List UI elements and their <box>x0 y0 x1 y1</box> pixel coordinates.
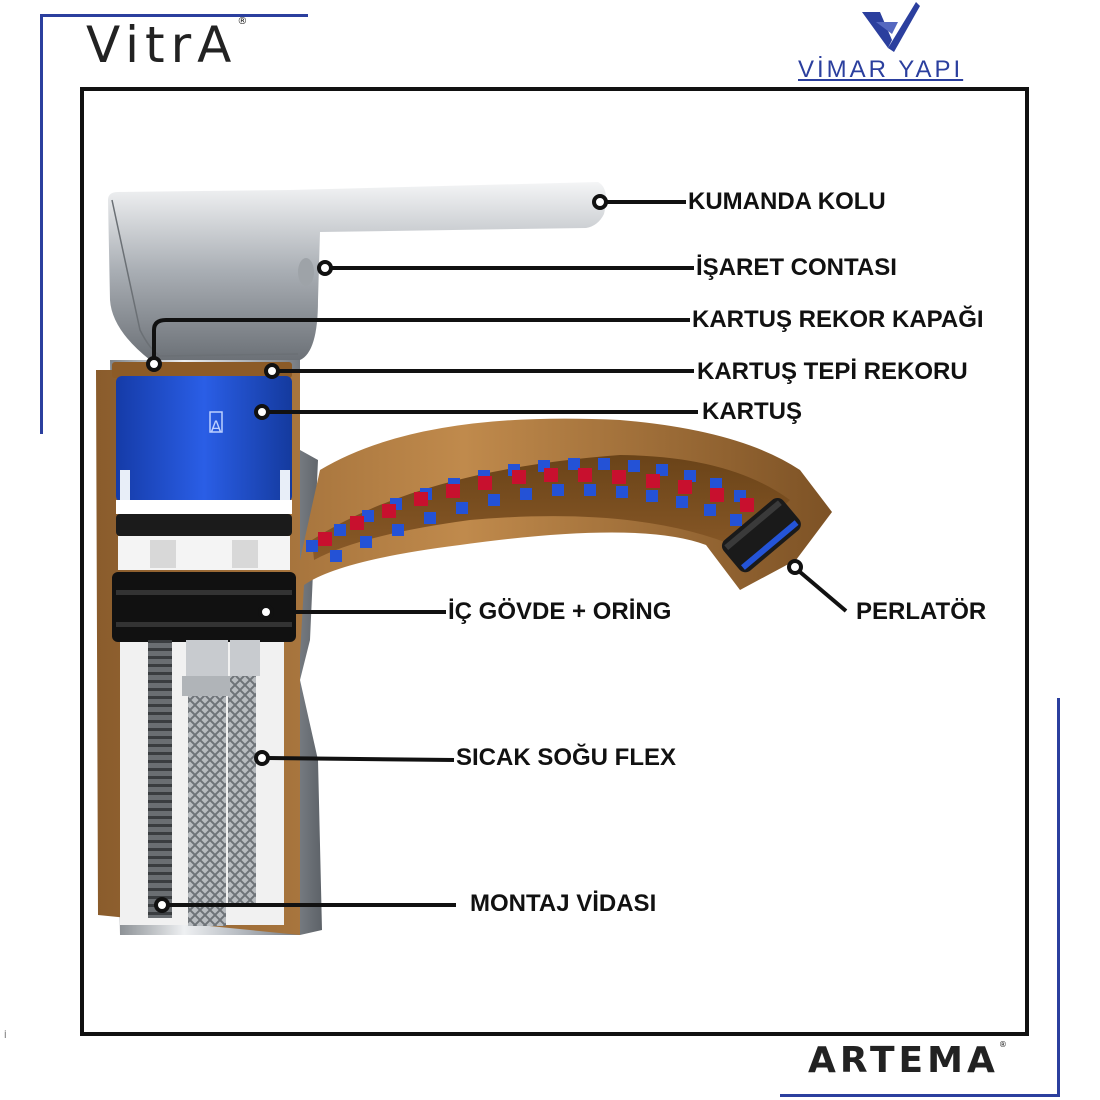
artema-logo-text: ARTEMA <box>808 1040 999 1081</box>
label-kartus-tepi-rekoru: KARTUŞ TEPİ REKORU <box>697 358 968 385</box>
label-kumanda-kolu: KUMANDA KOLU <box>688 188 886 215</box>
diagram-frame <box>80 87 1029 1036</box>
callout-dots <box>146 194 803 913</box>
vitra-logo-text: VitrA <box>86 16 238 74</box>
label-isaret-contasi: İŞARET CONTASI <box>696 254 897 281</box>
label-montaj-vidasi: MONTAJ VİDASI <box>470 890 657 917</box>
corner-line-bottom-right-h <box>780 1094 1060 1097</box>
label-kartus: KARTUŞ <box>702 398 802 425</box>
label-sicak-soguk-flex: SICAK SOĞU FLEX <box>456 744 677 771</box>
corner-mark: İ <box>4 1030 7 1040</box>
svg-text:A: A <box>211 417 222 436</box>
corner-line-top-left-v <box>40 14 43 434</box>
vitra-logo: VitrA® <box>86 16 247 74</box>
label-ic-govde-oring: İÇ GÖVDE + ORİNG <box>448 598 672 625</box>
artema-logo: ARTEMA® <box>808 1040 1007 1081</box>
callout-lines <box>152 200 848 907</box>
label-perlator: PERLATÖR <box>856 598 987 625</box>
corner-line-top-left-h <box>40 14 308 17</box>
vitra-registered-mark: ® <box>237 16 248 27</box>
corner-line-bottom-right-v <box>1057 698 1060 1097</box>
vimar-logo-text: VİMAR YAPI <box>798 56 964 83</box>
water-flow-dots <box>306 458 754 562</box>
label-kartus-rekor-kapagi: KARTUŞ REKOR KAPAĞI <box>692 306 984 333</box>
vimar-logo-icon <box>862 2 920 52</box>
artema-registered-mark: ® <box>998 1040 1007 1049</box>
